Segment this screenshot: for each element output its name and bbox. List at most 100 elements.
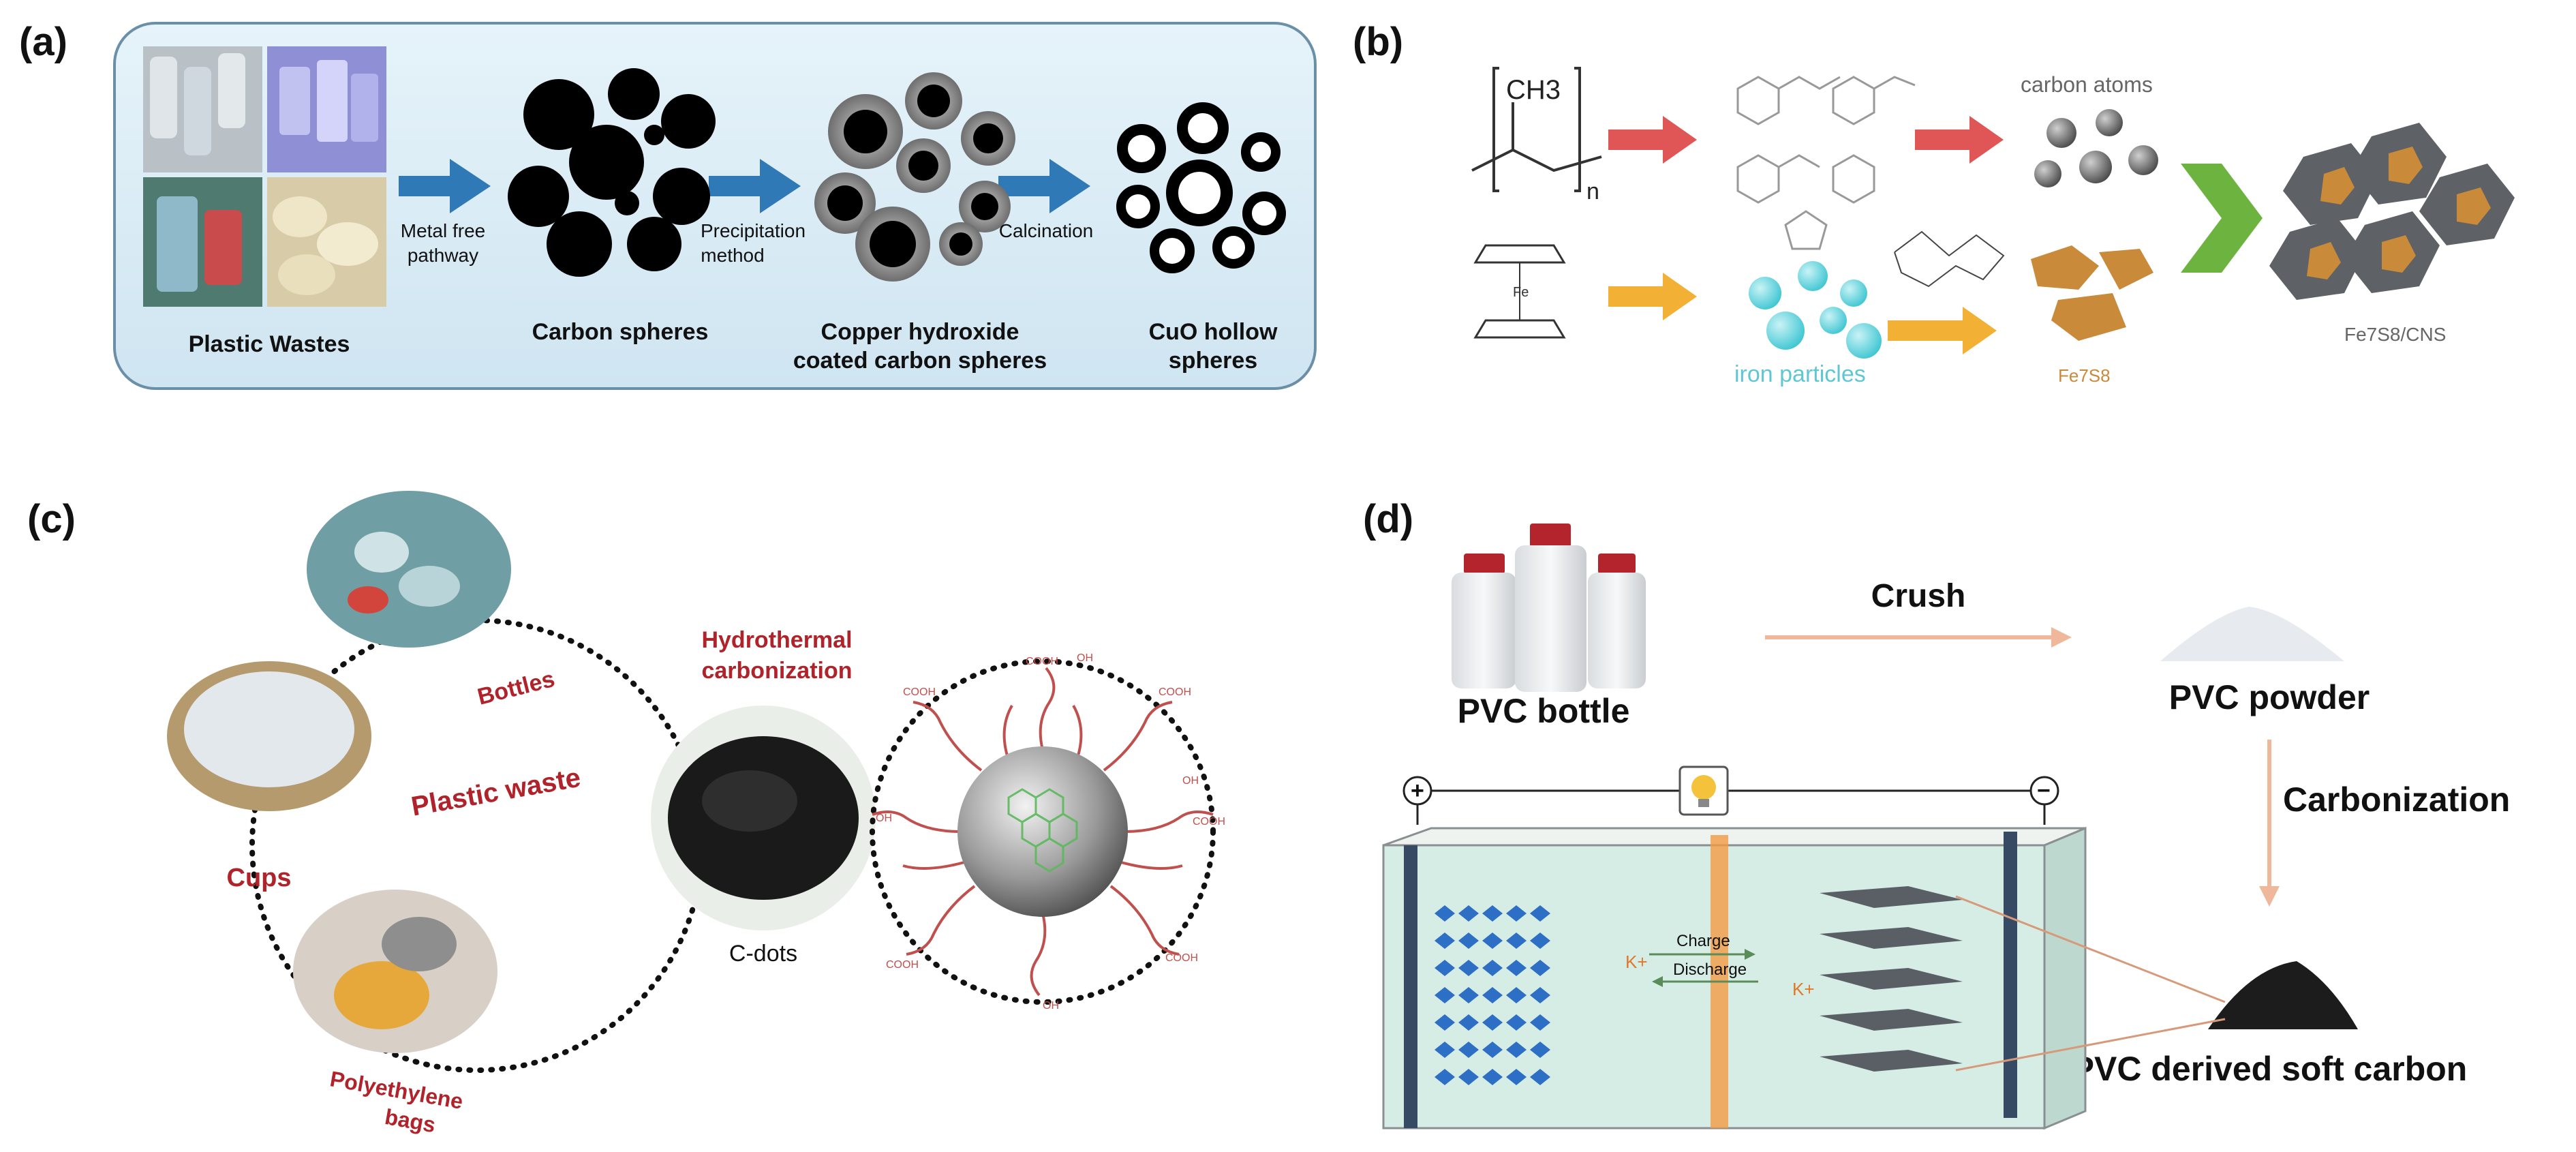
panel-a-background (113, 22, 1317, 390)
group-cooh-1: COOH (1026, 656, 1058, 667)
arrow-metal-free (399, 159, 491, 213)
cdots-powder-photo (651, 706, 876, 930)
panel-b-diagram: CH3 n Fe iron particles carbon atoms (1471, 67, 2515, 387)
lightbulb-icon (1691, 775, 1716, 800)
caption-cu-hydroxide-2: coated carbon spheres (793, 348, 1047, 374)
pvc-powder-illustration (2160, 607, 2344, 661)
cdot-core (957, 746, 1128, 917)
ion-k-right: K+ (1792, 979, 1815, 999)
label-carbonization: carbonization (701, 658, 852, 684)
step-calcination: Calcination (999, 220, 1094, 241)
label-bags-2: bags (383, 1104, 438, 1137)
group-oh-1: OH (1077, 652, 1093, 664)
iron-particles-illustration (1749, 261, 1882, 359)
red-arrow-2 (1915, 116, 2004, 164)
cdot-graphene-lattice (1007, 788, 1078, 873)
potassium-ion-cell (1382, 826, 2087, 1130)
group-cooh-4: COOH (1165, 952, 1198, 964)
label-soft-carbon: PVC derived soft carbon (2072, 1050, 2468, 1088)
step-precipitation-2: method (701, 245, 764, 266)
negative-electrode (2004, 832, 2017, 1118)
discharge-arrow-head (1652, 976, 1663, 987)
panel-label-a: (a) (19, 20, 67, 64)
group-cooh-5: COOH (886, 959, 919, 971)
green-arrow (2181, 164, 2263, 273)
group-oh-4: OH (876, 813, 892, 824)
cathode-crystals (1435, 905, 1550, 1085)
lightbulb-base (1698, 799, 1709, 807)
fe7s8-flakes (2031, 245, 2153, 341)
cdot-chains (872, 667, 1214, 997)
orange-arrow-2 (1888, 307, 1997, 354)
positive-terminal-sign: + (1411, 778, 1424, 804)
carbon-spheres-illustration (508, 68, 716, 277)
polymer-methyl-group: CH3 (1506, 75, 1561, 105)
label-carbonization: Carbonization (2283, 780, 2510, 819)
panel-d-diagram: PVC bottle Crush PVC powder Carbonizatio… (1382, 524, 2510, 1130)
panel-label-c: (c) (27, 497, 76, 541)
charge-arrow-head (1745, 949, 1755, 960)
fe7s8-cns-illustration (2269, 123, 2515, 300)
group-cooh-3: COOH (1193, 816, 1225, 828)
fe7s8-label: Fe7S8 (2058, 365, 2111, 386)
callout-line-bottom (1955, 1018, 2226, 1072)
ion-k-left: K+ (1625, 952, 1648, 972)
label-discharge: Discharge (1673, 960, 1747, 979)
sulfur-ring-structure (1894, 230, 2005, 288)
carbonization-arrow-head (2259, 886, 2280, 907)
bottles-photo (307, 491, 511, 648)
caption-cuo-2: spheres (1169, 348, 1257, 374)
negative-terminal (2029, 776, 2059, 806)
caption-plastic-wastes: Plastic Wastes (189, 331, 350, 357)
arrow-calcination (998, 159, 1090, 213)
panel-a-diagram: Plastic Wastes Carbon spheres Copper hyd… (113, 22, 1317, 390)
carbon-atoms-label: carbon atoms (2021, 72, 2153, 97)
label-bottles: Bottles (475, 666, 557, 710)
cdot-dotted-circle (870, 658, 1216, 1005)
red-arrow-1 (1608, 116, 1697, 164)
panel-label-b: (b) (1353, 20, 1404, 64)
coated-spheres-illustration (814, 72, 1015, 282)
product-label: Fe7S8/CNS (2344, 324, 2446, 345)
soft-carbon-powder (2208, 961, 2358, 1029)
orange-arrow-1 (1608, 273, 1697, 320)
label-pvc-bottle: PVC bottle (1458, 692, 1630, 730)
crush-arrow-head (2051, 627, 2072, 648)
pvc-bottles-illustration (1452, 524, 1646, 692)
group-oh-2: OH (1182, 775, 1199, 787)
iron-particles-label: iron particles (1734, 361, 1866, 387)
caption-carbon-spheres: Carbon spheres (532, 319, 709, 345)
cups-photo (167, 661, 371, 811)
group-cooh-2: COOH (1159, 686, 1191, 698)
label-crush: Crush (1871, 578, 1966, 614)
aromatic-intermediates (1736, 76, 1916, 250)
step-precipitation-1: Precipitation (701, 220, 806, 241)
polyethylene-bags-photo (293, 890, 497, 1053)
polymer-subscript: n (1586, 179, 1599, 204)
caption-cuo-1: CuO hollow (1149, 319, 1278, 345)
plastic-wastes-photo (143, 46, 386, 307)
label-pvc-powder: PVC powder (2169, 678, 2370, 716)
group-cooh-6: COOH (903, 686, 936, 698)
callout-line-top (1955, 895, 2226, 1003)
label-charge: Charge (1676, 932, 1730, 950)
ferrocene-fe-label: Fe (1513, 285, 1529, 300)
caption-cu-hydroxide-1: Copper hydroxide (821, 319, 1019, 345)
step-metal-free-2: pathway (408, 245, 478, 266)
panel-c-diagram: Bottles Plastic waste Cups Polyethylene … (167, 491, 1225, 1137)
positive-electrode (1404, 845, 1417, 1128)
cuo-hollow-spheres-illustration (1116, 102, 1286, 273)
label-cups: Cups (227, 864, 292, 892)
polypropylene-structure (1471, 67, 1602, 192)
label-cdots: C-dots (729, 941, 797, 967)
external-circuit-wire (1416, 789, 2046, 825)
negative-terminal-sign: − (2037, 778, 2051, 804)
carbon-atoms-illustration (2034, 109, 2158, 187)
panel-label-d: (d) (1363, 497, 1414, 541)
group-oh-3: OH (1043, 1000, 1059, 1012)
step-metal-free-1: Metal free (401, 220, 486, 241)
label-hydrothermal: Hydrothermal (701, 627, 852, 653)
anode-carbon-sheets (1820, 886, 1963, 1072)
panel-a-arrows (399, 159, 1090, 213)
positive-terminal (1402, 776, 1432, 806)
